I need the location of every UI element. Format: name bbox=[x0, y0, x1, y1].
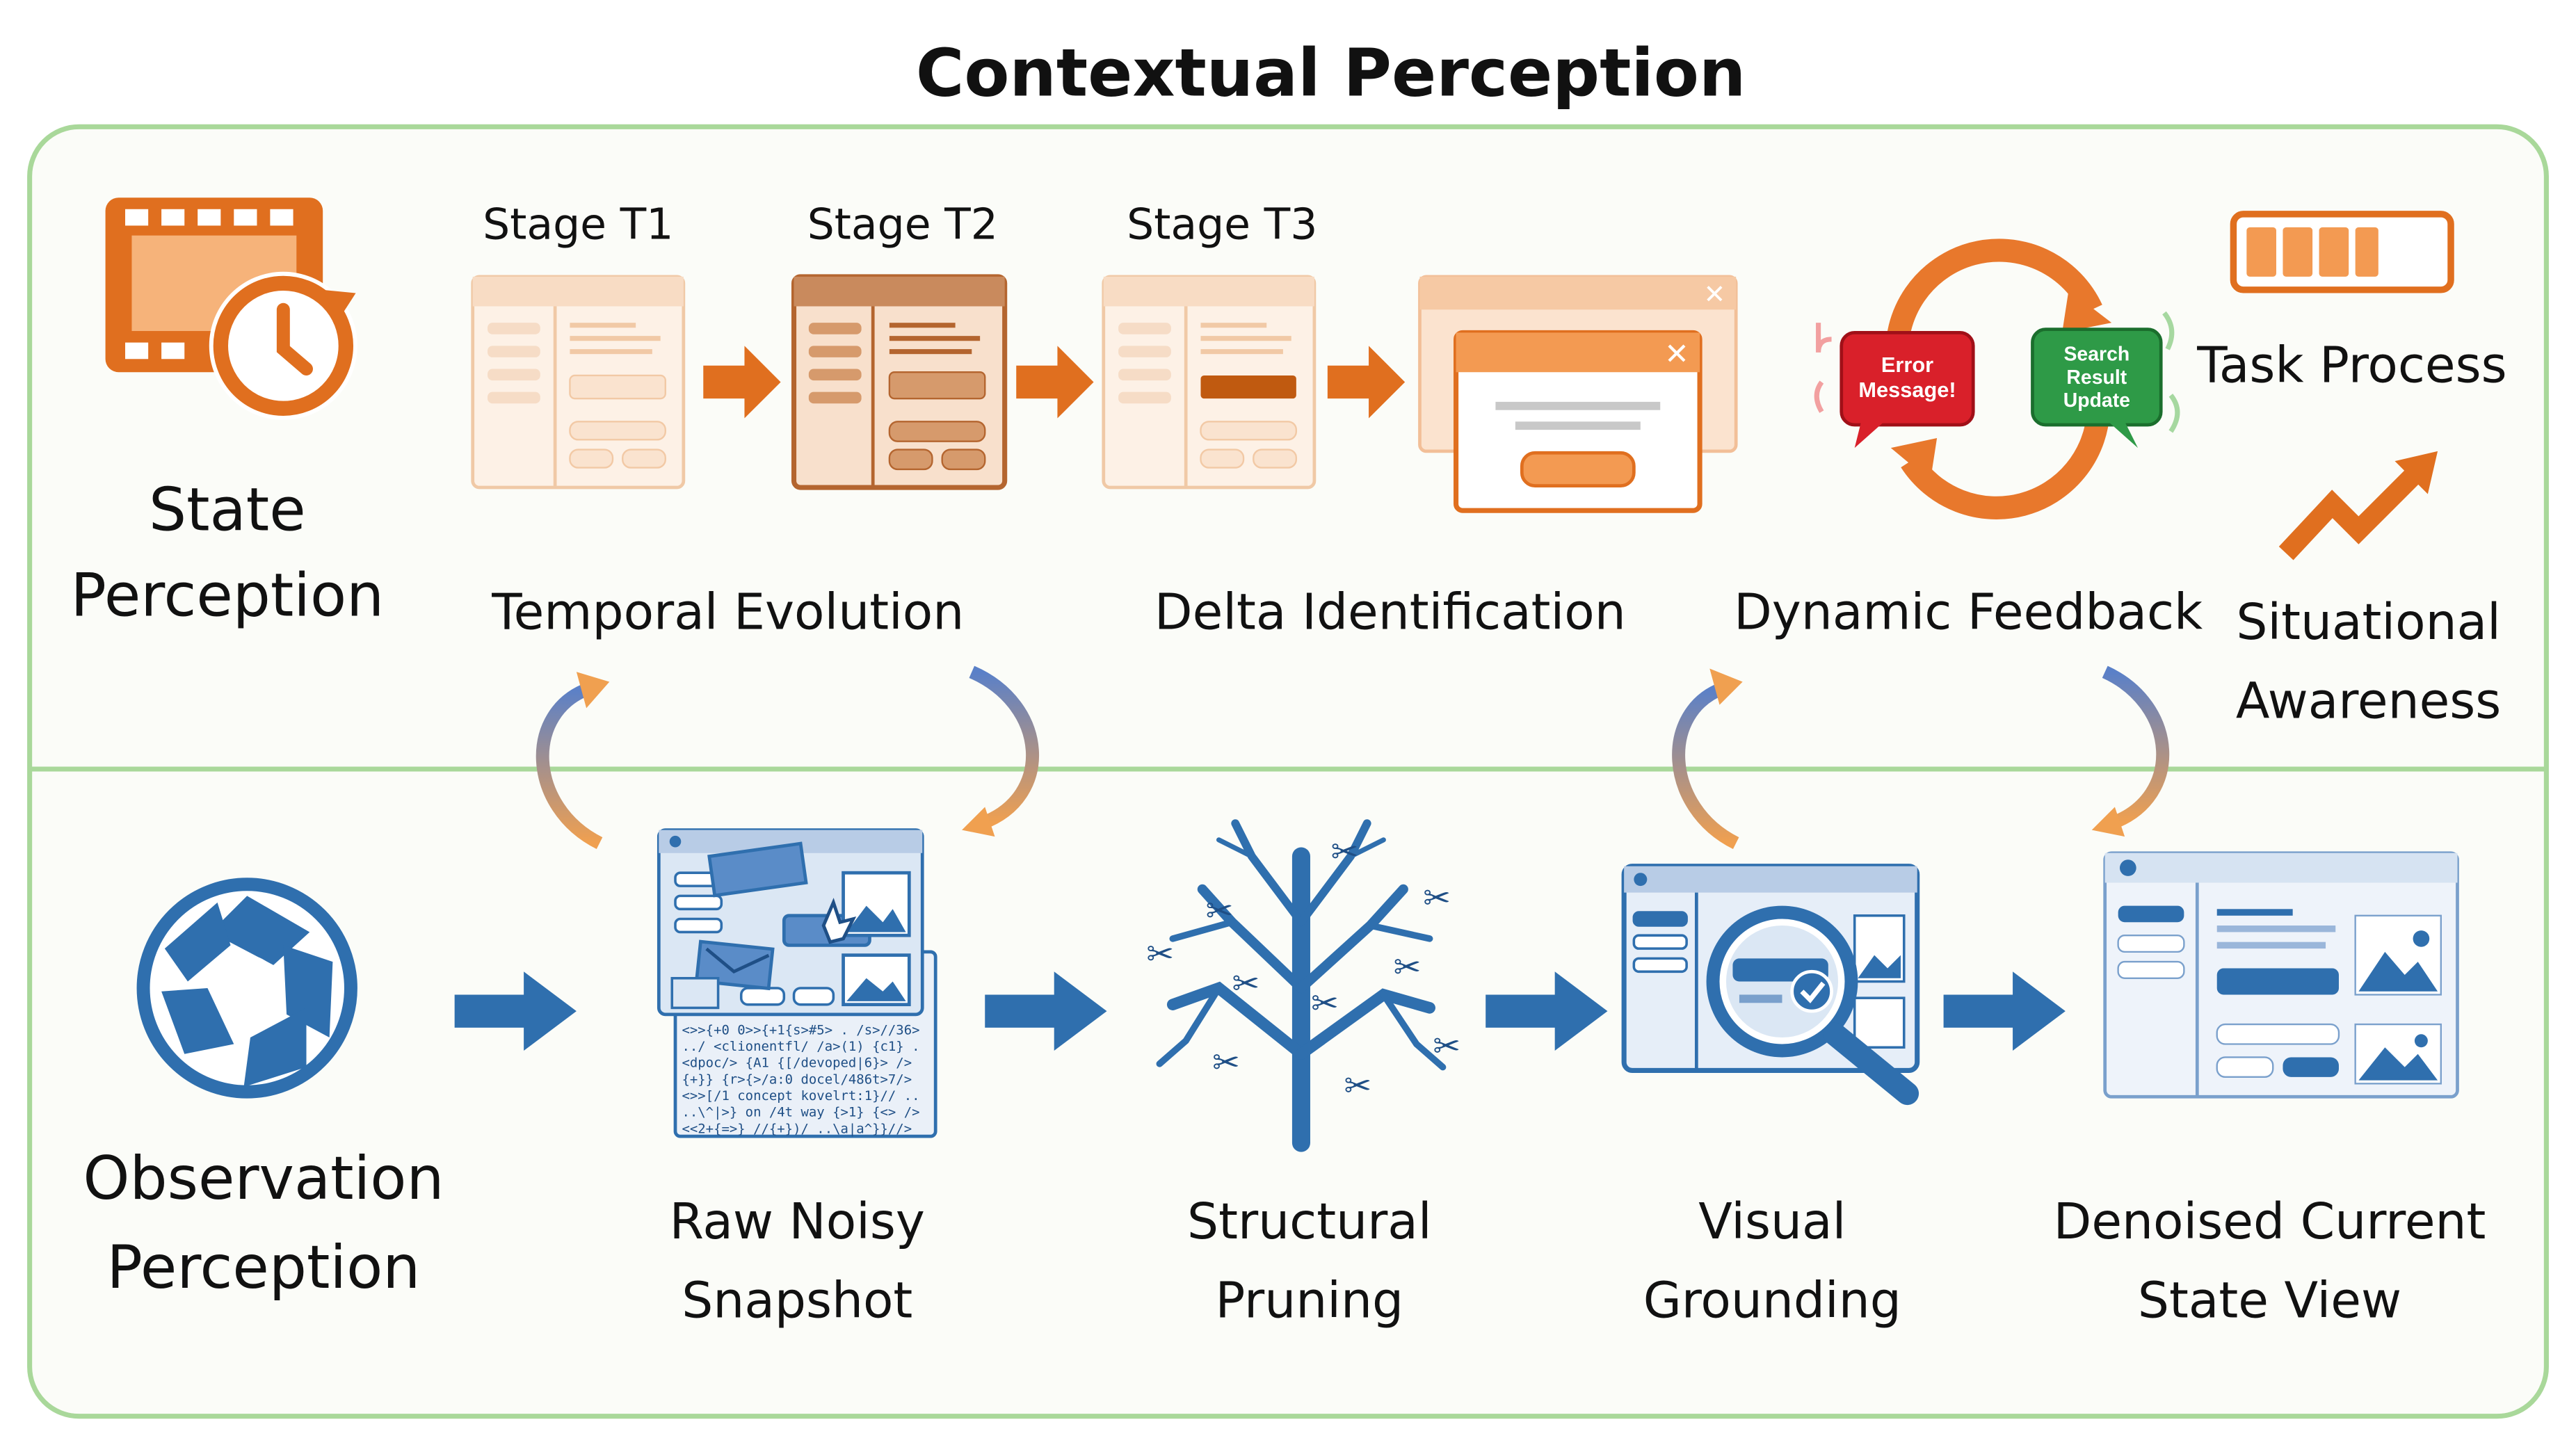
raw-noisy-snapshot-label-1: Raw Noisy bbox=[670, 1193, 925, 1250]
cycle-arrow-right-1-icon bbox=[962, 665, 1039, 837]
svg-text:✂: ✂ bbox=[1331, 833, 1359, 871]
stage-label-t2: Stage T2 bbox=[807, 199, 998, 249]
code-lines: <>>{+0 0>>{+1{s>#5> . /s>//36> ../ <clion… bbox=[682, 1022, 919, 1136]
svg-text:✕: ✕ bbox=[1664, 337, 1689, 371]
raw-noisy-snapshot-icon: <>>{+0 0>>{+1{s>#5> . /s>//36> ../ <clion… bbox=[657, 828, 937, 1138]
delta-identification-label: Delta Identification bbox=[1154, 583, 1626, 641]
search-result-bubble-icon: Search Result Update bbox=[2031, 311, 2180, 449]
code-line: {+}} {r>{>/a:0 docel/486t>7/> bbox=[682, 1072, 912, 1087]
svg-text:✂: ✂ bbox=[1311, 985, 1339, 1023]
svg-text:✂: ✂ bbox=[1423, 879, 1451, 917]
situational-awareness-label-2: Awareness bbox=[2236, 672, 2501, 730]
denoised-view-label-2: State View bbox=[2138, 1272, 2401, 1330]
situational-awareness-label-1: Situational bbox=[2236, 593, 2501, 651]
svg-text:✂: ✂ bbox=[1433, 1027, 1460, 1065]
svg-text:✂: ✂ bbox=[1232, 964, 1259, 1003]
page-title: Contextual Perception bbox=[916, 35, 1746, 111]
structural-pruning-label-2: Pruning bbox=[1215, 1272, 1403, 1330]
error-message-bubble-icon: Error Message! bbox=[1814, 323, 1975, 449]
stage-t2-window-icon bbox=[791, 274, 1008, 490]
stage-t1-window-icon bbox=[471, 275, 686, 490]
code-line: <>>{+0 0>>{+1{s>#5> . /s>//36> bbox=[682, 1022, 919, 1037]
cycle-arrow-left-2-icon bbox=[1672, 668, 1743, 850]
svg-text:✂: ✂ bbox=[1212, 1044, 1240, 1082]
scissors-icons: ✂✂✂ ✂✂✂ ✂✂✂ ✂ bbox=[1146, 833, 1460, 1105]
code-line: ..\^|>} on /4t way {>1} {<> /> bbox=[682, 1105, 919, 1120]
code-line: ../ <clionentfl/ /a>(1) {c1} . bbox=[682, 1039, 919, 1054]
trend-up-arrow-icon bbox=[2278, 451, 2438, 560]
camera-shutter-icon bbox=[136, 878, 357, 1099]
svg-text:✕: ✕ bbox=[1704, 279, 1726, 309]
stage-label-t3: Stage T3 bbox=[1127, 199, 1317, 249]
observation-perception-label-2: Perception bbox=[107, 1234, 421, 1302]
blue-arrow-2-icon bbox=[985, 971, 1107, 1051]
visual-grounding-label-2: Grounding bbox=[1643, 1272, 1901, 1330]
svg-text:✂: ✂ bbox=[1146, 935, 1174, 974]
svg-text:✂: ✂ bbox=[1344, 1067, 1372, 1105]
visual-grounding-label-1: Visual bbox=[1698, 1193, 1846, 1250]
blue-arrow-4-icon bbox=[1943, 971, 2066, 1051]
state-perception-label-1: State bbox=[149, 476, 306, 545]
search-bubble-text-2: Result bbox=[2066, 366, 2127, 389]
pruned-tree-icon bbox=[1156, 819, 1447, 1152]
popup-dialog-icon: ✕ ✕ bbox=[1418, 275, 1738, 513]
cycle-arrow-right-2-icon bbox=[2091, 665, 2170, 837]
code-line: <dpoc/> {A1 {[/devoped|6}> /> bbox=[682, 1056, 912, 1071]
svg-text:✂: ✂ bbox=[1206, 892, 1234, 930]
code-line: <>>[/1 concept kovelrt:1}// .. bbox=[682, 1088, 919, 1104]
visual-grounding-icon bbox=[1621, 864, 1920, 1106]
stage-label-t1: Stage T1 bbox=[483, 199, 673, 249]
search-bubble-text-1: Search bbox=[2063, 344, 2130, 366]
observation-perception-label-1: Observation bbox=[83, 1145, 444, 1213]
temporal-evolution-label: Temporal Evolution bbox=[491, 583, 964, 641]
orange-arrow-2-icon bbox=[1016, 346, 1094, 419]
raw-noisy-snapshot-label-2: Snapshot bbox=[682, 1272, 912, 1330]
task-progress-battery-icon bbox=[2230, 211, 2454, 293]
denoised-state-view-icon bbox=[2103, 851, 2459, 1099]
error-bubble-text-1: Error bbox=[1881, 353, 1933, 377]
code-line: <<2+{=>} //{+})/ ..\a|a^}}//> bbox=[682, 1121, 912, 1136]
stage-t3-window-icon bbox=[1102, 275, 1317, 490]
orange-arrow-1-icon bbox=[703, 346, 781, 419]
error-bubble-text-2: Message! bbox=[1858, 378, 1956, 402]
feedback-cycle-icon bbox=[1885, 239, 2112, 519]
blue-arrow-1-icon bbox=[454, 971, 577, 1051]
state-perception-label-2: Perception bbox=[70, 562, 384, 631]
search-bubble-text-3: Update bbox=[2063, 389, 2130, 412]
structural-pruning-label-1: Structural bbox=[1187, 1193, 1432, 1250]
svg-text:✂: ✂ bbox=[1394, 948, 1422, 987]
orange-arrow-3-icon bbox=[1327, 346, 1406, 419]
denoised-view-label-1: Denoised Current bbox=[2054, 1193, 2486, 1250]
task-process-label: Task Process bbox=[2196, 336, 2506, 394]
blue-arrow-3-icon bbox=[1486, 971, 1608, 1051]
film-clock-icon bbox=[105, 197, 357, 420]
cycle-arrow-left-1-icon bbox=[536, 672, 610, 850]
dynamic-feedback-label: Dynamic Feedback bbox=[1734, 583, 2203, 641]
